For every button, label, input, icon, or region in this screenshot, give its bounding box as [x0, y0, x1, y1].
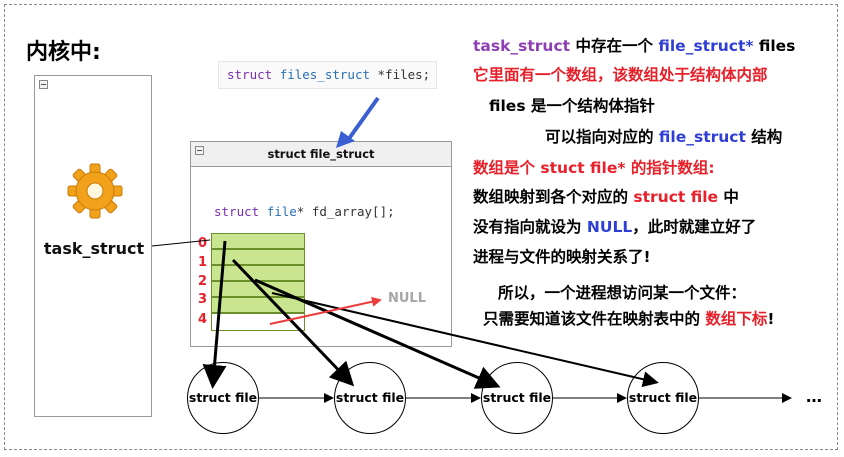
window-titlebar: struct file_struct — [191, 142, 451, 167]
files-pointer-code: struct files_struct *files; — [218, 61, 437, 89]
fd4-null-arrow — [269, 296, 382, 325]
note-line-2: 它里面有一个数组，该数组处于结构体内部 — [473, 66, 768, 84]
code-keyword: struct — [227, 67, 273, 82]
fd-index: 4 — [198, 312, 208, 327]
struct-file-node: struct file — [627, 362, 699, 434]
fd-array-cell-empty — [211, 313, 305, 331]
code-keyword: struct — [214, 204, 260, 219]
fd-index: 2 — [198, 274, 208, 289]
struct-file-node: struct file — [481, 362, 553, 434]
null-label: NULL — [388, 291, 427, 306]
note-line-4: 可以指向对应的 file_struct 结构 — [545, 128, 783, 146]
note-line-10: 只需要知道该文件在映射表中的 数组下标! — [483, 310, 775, 328]
ellipsis: … — [806, 387, 822, 406]
fd-index: 1 — [198, 255, 208, 270]
fd0-arrow — [202, 240, 227, 389]
task-struct-window: task_struct — [34, 75, 152, 417]
task-struct-label: task_struct — [43, 239, 145, 258]
code-type: files_struct — [279, 67, 370, 82]
files-pointer-arrowhead — [336, 131, 355, 148]
window-title: struct file_struct — [267, 147, 375, 161]
code-type: file — [266, 204, 297, 219]
fd-array-cell — [211, 233, 305, 249]
fd2-arrow — [254, 278, 501, 389]
note-line-1: task_struct 中存在一个 file_struct* files — [473, 37, 796, 55]
note-line-9: 所以，一个进程想访问某一个文件： — [498, 284, 747, 302]
note-line-6: 数组映射到各个对应的 struct file 中 — [473, 188, 739, 206]
note-line-8: 进程与文件的映射关系了! — [473, 248, 651, 266]
fd3-arrow — [271, 292, 659, 388]
heading: 内核中: — [26, 40, 101, 65]
fd-index: 0 — [198, 236, 208, 251]
task-to-array-line — [151, 239, 211, 247]
fd-index: 3 — [198, 292, 208, 307]
code-rest: * fd_array[]; — [296, 204, 395, 219]
diagram-frame — [4, 4, 838, 450]
code-rest: *files; — [370, 67, 431, 82]
minimize-icon — [195, 146, 204, 155]
note-line-3: files 是一个结构体指针 — [489, 97, 655, 115]
note-line-7: 没有指向就设为 NULL，此时就建立好了 — [473, 218, 757, 236]
files-pointer-arrow — [346, 96, 380, 142]
fd-array-code: struct file* fd_array[]; — [214, 204, 395, 219]
note-line-5: 数组是个 stuct file* 的指针数组: — [473, 159, 715, 177]
gear-icon — [67, 163, 123, 219]
fd1-arrow — [231, 258, 355, 387]
minimize-icon — [39, 80, 48, 89]
